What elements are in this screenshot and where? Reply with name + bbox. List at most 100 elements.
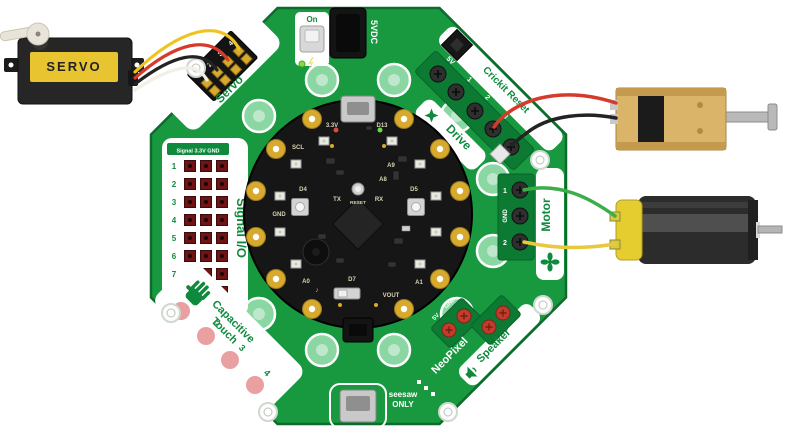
signal-pin	[216, 214, 228, 226]
silk-a1: A1	[415, 280, 423, 286]
signal-pin	[200, 214, 212, 226]
signal-row-label: 2	[172, 180, 177, 189]
power-switch-lever	[304, 29, 320, 43]
cpx-neopixel	[414, 159, 426, 169]
crickit-reset-button	[440, 28, 474, 62]
drive-port: 5V 1 2 3 4 Drive	[415, 51, 534, 170]
cpx-pad	[450, 227, 470, 247]
cpx-mcu	[331, 197, 385, 251]
signal-pin	[216, 268, 228, 280]
motor-screw	[511, 207, 529, 225]
mounting-hole	[161, 303, 181, 323]
signal-pin	[184, 250, 196, 262]
cpx-pad	[246, 181, 266, 201]
mounting-hole	[533, 295, 553, 315]
cpx-button-a	[291, 198, 309, 216]
cpx-neopixel	[430, 191, 442, 201]
lightning-icon	[308, 57, 314, 70]
bolt-pad	[241, 98, 277, 134]
mounting-hole	[258, 402, 278, 422]
circuit-playground-express: D13 3.3V SCL A9 A8 D4 D5 TX RESET RX A0 …	[243, 95, 473, 343]
cpx-slide-switch-knob	[337, 289, 348, 298]
signal-pin	[200, 178, 212, 190]
silk-scl: SCL	[292, 145, 304, 151]
touch-pad	[195, 325, 217, 347]
solenoid-terminal	[610, 100, 618, 110]
drive-screw	[466, 102, 484, 120]
cpx-neopixel	[274, 191, 286, 201]
cpx-microphone	[401, 225, 411, 232]
motor-wire-yellow	[522, 240, 617, 250]
dc-motor-stripe-mid	[638, 214, 756, 232]
cpx-pad	[266, 139, 286, 159]
touch-pads: 1 2 3 4	[170, 294, 273, 396]
servo-wire-red	[133, 43, 230, 80]
touch-hand-icon	[185, 280, 211, 306]
cpx-components	[317, 125, 408, 268]
servo-mount-hole	[134, 62, 140, 68]
signal-row-label: 3	[172, 198, 177, 207]
neopixel-screw	[456, 308, 472, 324]
dc-motor-stripe-top	[638, 202, 756, 208]
cpx-silkscreen: D13 3.3V SCL A9 A8 D4 D5 TX RESET RX A0 …	[272, 123, 423, 299]
cpx-neopixel	[290, 159, 302, 169]
wires	[133, 29, 618, 250]
signal-pin	[216, 232, 228, 244]
cpx-pad	[394, 299, 414, 319]
power-cluster: On Off 5VDC	[295, 7, 379, 70]
silk-tx: TX	[333, 197, 341, 203]
motor-panel	[536, 168, 564, 280]
silk-rx: RX	[375, 197, 383, 203]
silk-d4: D4	[299, 187, 307, 193]
solenoid-plunger-cap	[767, 103, 778, 131]
solenoid-wire-red	[492, 93, 618, 129]
signal-row-label: 1	[172, 162, 177, 171]
signal-pin	[184, 160, 196, 172]
silk-vout: VOUT	[383, 293, 400, 299]
speaker-icon	[465, 366, 478, 379]
silk-gnd: GND	[272, 212, 286, 218]
motor-pin-label: GND	[503, 209, 509, 223]
power-led	[298, 60, 306, 68]
speaker-panel	[458, 304, 541, 386]
cpx-pad	[394, 109, 414, 129]
drive-pin-label: 2	[483, 94, 491, 102]
neopixel-leds-icon	[417, 380, 435, 396]
cpx-neopixel	[386, 136, 398, 146]
servo-wire-white	[133, 66, 209, 92]
solenoid-wire-black	[510, 113, 618, 147]
cpx-neopixel	[290, 259, 302, 269]
servo-label-plate	[30, 52, 118, 82]
drive-pin-label: 5V	[445, 55, 456, 66]
signal-pin	[216, 160, 228, 172]
cpx-pad	[430, 139, 450, 159]
solenoid-screw	[697, 128, 703, 134]
servo-pin-label: 2	[206, 61, 214, 69]
signal-pin	[216, 250, 228, 262]
micro-usb-top-slot	[347, 102, 369, 115]
cpx-button-b	[407, 198, 425, 216]
seesaw-note-line2: ONLY	[392, 400, 414, 409]
signal-pin	[200, 160, 212, 172]
signal-pin	[216, 196, 228, 208]
motor-pin-label: 1	[503, 188, 507, 195]
silk-d13: D13	[376, 123, 388, 129]
mounting-hole	[530, 150, 550, 170]
touch-pad-label: 4	[262, 368, 273, 379]
power-off-label: Off	[319, 61, 330, 68]
cpx-pad	[266, 269, 286, 289]
servo-pin-label: 4	[227, 40, 235, 48]
component-capacitor	[489, 143, 511, 165]
solenoid-body	[615, 87, 727, 151]
seesaw-usb: seesaw ONLY	[329, 383, 418, 429]
dc-motor-end-cap	[748, 200, 758, 260]
silk-d5: D5	[410, 187, 418, 193]
servo-mount-hole	[8, 62, 14, 68]
servo-pin-label: 3	[217, 50, 225, 58]
solenoid-frame-bottom	[616, 142, 726, 150]
touch-pad	[244, 374, 266, 396]
silk-d7: D7	[348, 277, 356, 283]
servo-horn-screw	[35, 31, 41, 37]
